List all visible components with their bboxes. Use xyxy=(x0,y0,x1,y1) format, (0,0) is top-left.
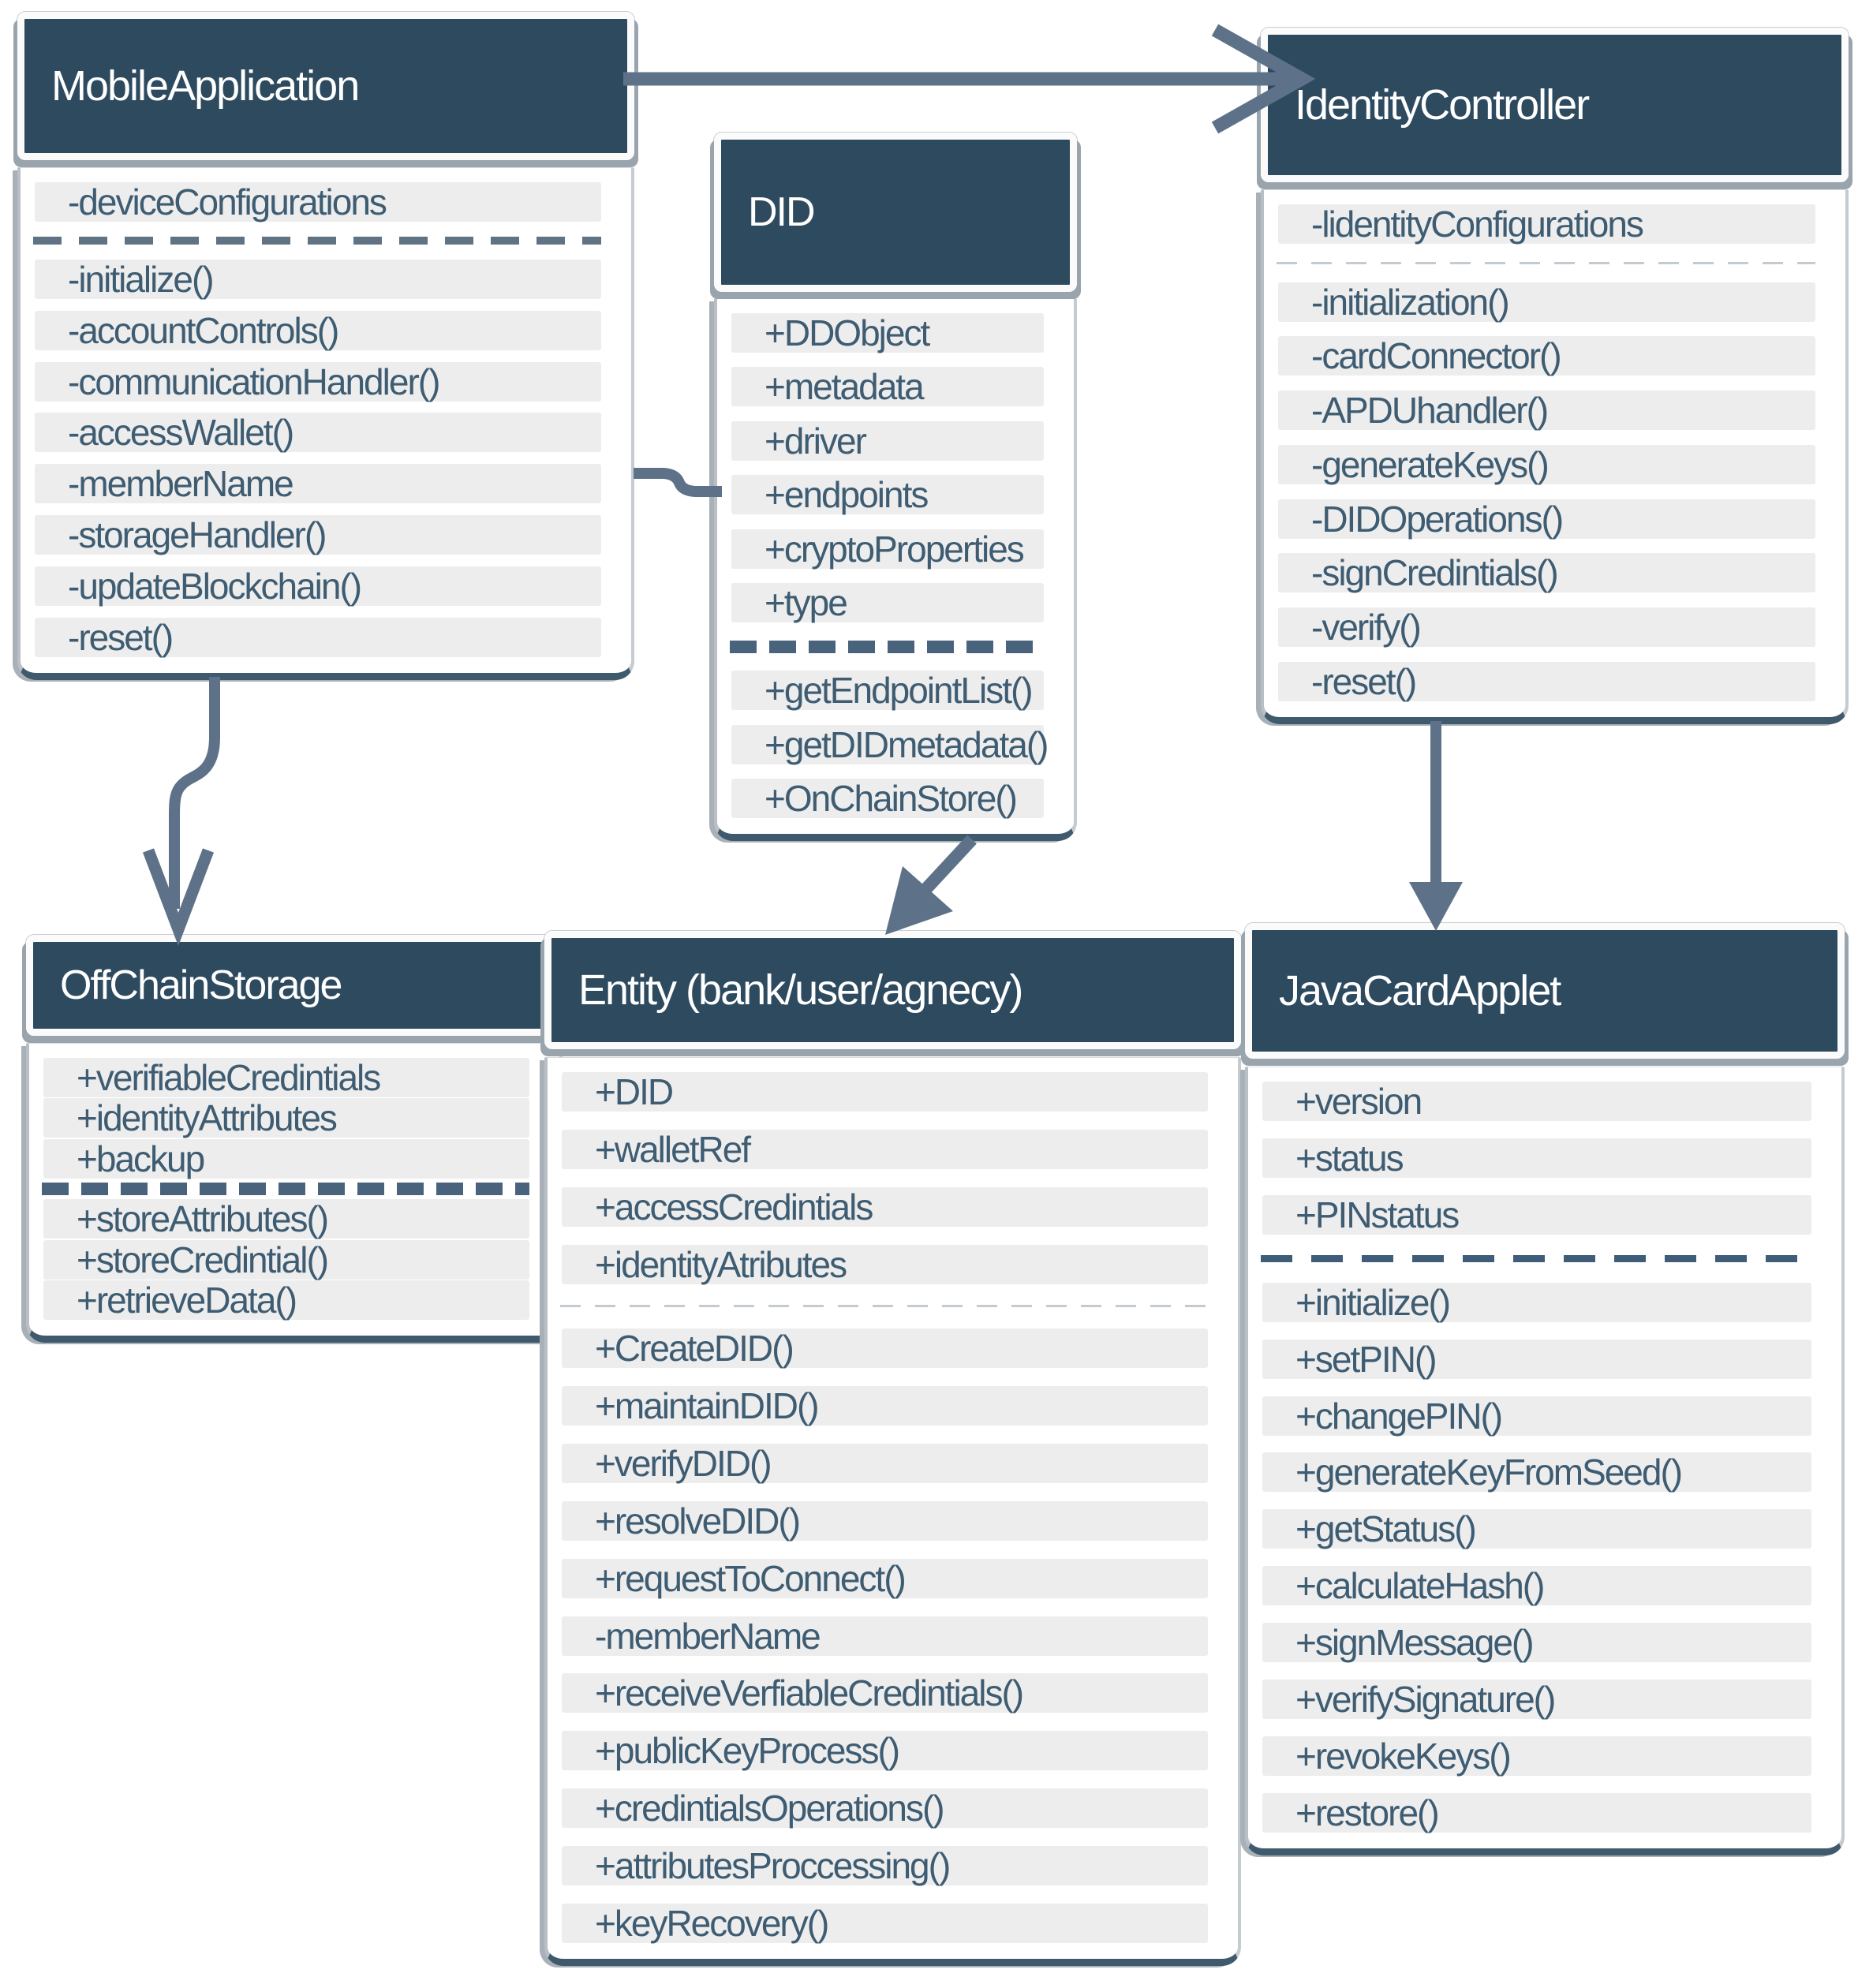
class-header: IdentityController xyxy=(1261,28,1849,182)
member-list: +DDObject +metadata +driver +endpoints +cryp… xyxy=(714,298,1077,841)
class-title: DID xyxy=(748,189,816,235)
class-title: JavaCardApplet xyxy=(1279,967,1561,1015)
member-row: -APDUhandler() xyxy=(1278,390,1815,431)
member-row: -DIDOperations() xyxy=(1278,499,1815,539)
member-row: -initialize() xyxy=(35,259,601,299)
member-row: +calculateHash() xyxy=(1262,1566,1811,1606)
member-row: +requestToConnect() xyxy=(562,1558,1208,1598)
member-row: +publicKeyProcess() xyxy=(562,1731,1208,1771)
member-row: +PINstatus xyxy=(1262,1194,1811,1235)
member-row: -deviceConfigurations xyxy=(35,182,601,222)
arrow-mobileapplication-to-identitycontroller xyxy=(623,24,1316,134)
member-row: -accountControls() xyxy=(35,310,601,350)
member-row: +getEndpointList() xyxy=(731,671,1044,711)
member-row: +revokeKeys() xyxy=(1262,1736,1811,1777)
member-row: +CreateDID() xyxy=(562,1328,1208,1369)
member-row: +OnChainStore() xyxy=(731,778,1044,818)
member-row: +metadata xyxy=(731,367,1044,407)
member-row: +restore() xyxy=(1262,1792,1811,1833)
arrow-mobileapplication-to-offchainstorage xyxy=(142,677,220,947)
member-row: -signCredintials() xyxy=(1278,553,1815,593)
class-header: Entity (bank/user/agnecy) xyxy=(544,931,1241,1049)
member-row: +storeAttributes() xyxy=(43,1199,529,1239)
member-row: +walletRef xyxy=(562,1129,1208,1169)
member-row: -lidentityConfigurations xyxy=(1278,204,1815,244)
class-title: MobileApplication xyxy=(51,62,360,110)
member-row: -updateBlockchain() xyxy=(35,566,601,606)
member-row: +driver xyxy=(731,420,1044,461)
class-header: MobileApplication xyxy=(17,12,634,160)
class-title: IdentityController xyxy=(1295,81,1590,129)
member-row: +keyRecovery() xyxy=(562,1903,1208,1943)
member-row: +initialize() xyxy=(1262,1282,1811,1322)
class-title: Entity (bank/user/agnecy) xyxy=(578,966,1023,1014)
member-separator xyxy=(560,1305,1208,1308)
member-row: +attributesProccessing() xyxy=(562,1846,1208,1886)
member-list: -lidentityConfigurations -initialization(… xyxy=(1261,189,1849,724)
member-row: -storageHandler() xyxy=(35,515,601,555)
class-header: OffChainStorage xyxy=(26,935,563,1036)
member-row: +resolveDID() xyxy=(562,1500,1208,1541)
member-row: +accessCredintials xyxy=(562,1186,1208,1227)
member-row: -reset() xyxy=(1278,661,1815,701)
member-list: +version +status +PINstatus +initialize() +s… xyxy=(1245,1067,1845,1855)
member-row: +retrieveData() xyxy=(43,1280,529,1320)
member-row: +setPIN() xyxy=(1262,1339,1811,1379)
member-row: +verifySignature() xyxy=(1262,1680,1811,1720)
member-list: +verifiableCredintials+identityAttribute… xyxy=(26,1043,563,1343)
member-row: +storeCredintial() xyxy=(43,1239,529,1280)
member-row: +verifyDID() xyxy=(562,1444,1208,1484)
member-row: +credintialsOperations() xyxy=(562,1788,1208,1829)
member-row: +DDObject xyxy=(731,313,1044,353)
member-row: -accessWallet() xyxy=(35,413,601,453)
member-row: -cardConnector() xyxy=(1278,336,1815,376)
member-row: -memberName xyxy=(562,1616,1208,1656)
member-row: +verifiableCredintials xyxy=(43,1058,529,1097)
member-row: +maintainDID() xyxy=(562,1386,1208,1426)
member-list: -deviceConfigurations -initialize() -accou… xyxy=(17,167,634,680)
link-mobileapplication-to-did xyxy=(634,468,722,497)
member-list: +DID +walletRef +accessCredintials +identit… xyxy=(544,1057,1241,1966)
member-row: +identityAtributes xyxy=(562,1244,1208,1284)
member-row: +backup xyxy=(43,1138,529,1179)
member-row: +changePIN() xyxy=(1262,1396,1811,1436)
member-row: -generateKeys() xyxy=(1278,444,1815,484)
member-row: -communicationHandler() xyxy=(35,361,601,402)
member-row: -verify() xyxy=(1278,607,1815,648)
member-row: +getDIDmetadata() xyxy=(731,724,1049,764)
member-row: +signMessage() xyxy=(1262,1623,1811,1663)
class-header: DID xyxy=(714,133,1077,292)
member-row: +status xyxy=(1262,1138,1811,1178)
member-row: +generateKeyFromSeed() xyxy=(1262,1452,1811,1493)
member-row: -memberName xyxy=(35,464,601,504)
member-row: +endpoints xyxy=(731,475,1044,515)
member-separator xyxy=(33,236,601,245)
member-row: +identityAttributes xyxy=(43,1098,529,1138)
member-row: +version xyxy=(1262,1082,1811,1121)
arrow-identitycontroller-to-javacardapplet xyxy=(1409,721,1463,931)
member-row: -initialization() xyxy=(1278,282,1815,322)
arrow-did-to-entity xyxy=(885,835,977,935)
member-row: +getStatus() xyxy=(1262,1509,1811,1549)
member-row: -reset() xyxy=(35,617,601,657)
class-title: OffChainStorage xyxy=(60,962,342,1008)
class-header: JavaCardApplet xyxy=(1245,923,1845,1059)
member-separator xyxy=(1277,261,1815,264)
member-row: +cryptoProperties xyxy=(731,529,1044,569)
member-separator xyxy=(1261,1254,1811,1262)
member-separator xyxy=(42,1182,529,1195)
member-row: +type xyxy=(731,583,1044,623)
member-separator xyxy=(730,640,1044,653)
member-row: +receiveVerfiableCredintials() xyxy=(562,1673,1208,1713)
member-row: +DID xyxy=(562,1072,1208,1112)
